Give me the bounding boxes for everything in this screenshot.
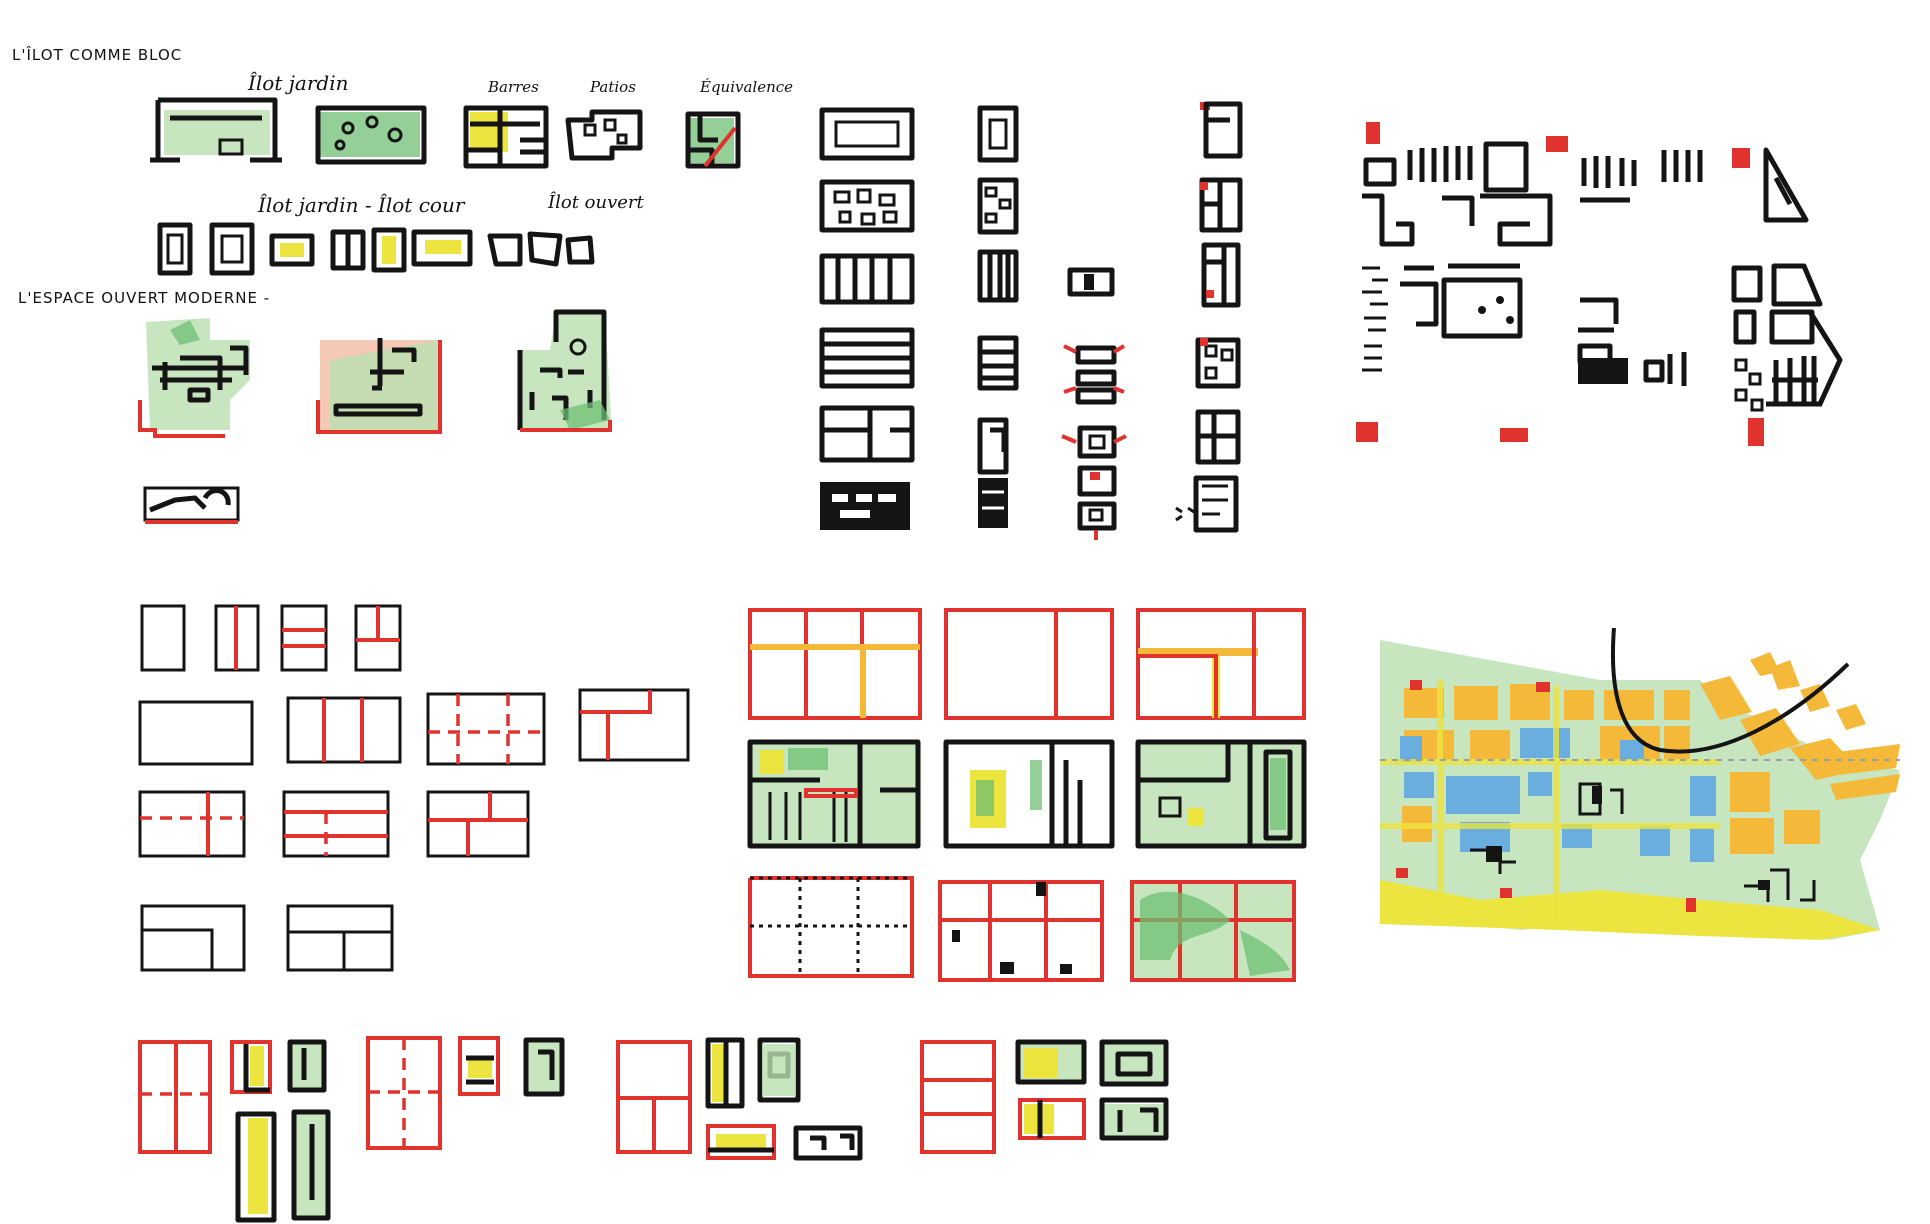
label-ilot-jardin: Îlot jardin <box>247 71 349 95</box>
block-typology-grid <box>819 101 1243 540</box>
colored-urban-plan <box>1380 627 1900 940</box>
label-ilot-ouvert: Îlot ouvert <box>547 190 645 213</box>
label-ilot-jardin-cour: Îlot jardin - Îlot cour <box>257 193 466 217</box>
heading-ilot-comme-bloc: L'ÎLOT COMME BLOC <box>12 45 182 64</box>
block-sketches-row-1 <box>150 97 741 169</box>
red-grid-variants <box>747 608 1307 982</box>
colored-block-variants <box>138 1036 1169 1223</box>
block-subdivision-sketches <box>138 604 690 972</box>
label-patios: Patios <box>589 78 636 96</box>
label-equivalence: Équivalence <box>699 78 793 96</box>
block-sketches-row-2 <box>157 222 595 276</box>
espace-ouvert-sketches <box>138 309 612 524</box>
figure-ground-plan <box>1356 122 1843 446</box>
heading-espace-ouvert-moderne: L'ESPACE OUVERT MODERNE - <box>18 289 270 307</box>
label-barres: Barres <box>487 78 539 96</box>
